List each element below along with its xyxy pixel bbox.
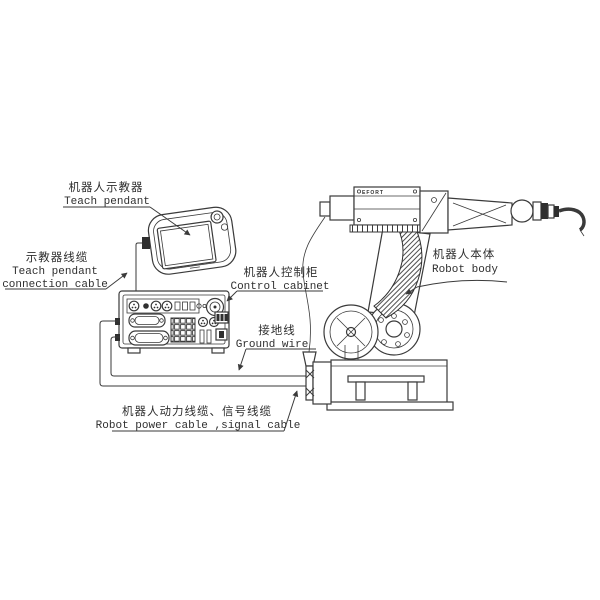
wire-feeder-brand-text: EFORT	[362, 190, 384, 196]
label-ground-wire: 接地线 Ground wire	[236, 323, 309, 351]
pendant-button	[220, 223, 229, 231]
control-cabinet-drawing	[115, 290, 230, 354]
teach-pendant-drawing	[147, 206, 237, 275]
dsub-connector-top	[128, 313, 166, 328]
robot-joint-left	[323, 304, 379, 361]
card-slot-1	[199, 329, 205, 344]
svg-text:Teach pendant: Teach pendant	[12, 266, 98, 278]
robot-body-drawing: EFORT	[302, 186, 586, 411]
keypad-grid	[170, 317, 196, 343]
svg-text:Teach pendant: Teach pendant	[64, 196, 150, 208]
svg-text:示教器线缆: 示教器线缆	[26, 250, 89, 264]
pendant-cable-port	[142, 237, 150, 249]
torch-cable-line	[302, 216, 326, 353]
connector-strip	[126, 298, 200, 314]
wrist-joint	[510, 199, 534, 223]
label-robot-body: 机器人本体 Robot body	[432, 247, 498, 276]
torch-collar-1	[532, 201, 542, 221]
label-pendant-cable: 示教器线缆 Teach pendant connection cable	[2, 250, 108, 291]
svg-text:接地线: 接地线	[258, 323, 296, 337]
cabinet-foot-left	[127, 347, 141, 354]
forearm-link	[447, 197, 513, 231]
cabinet-foot-right	[211, 347, 225, 354]
label-power-cable: 机器人动力线缆、信号线缆 Robot power cable ,signal c…	[96, 404, 301, 432]
power-cable-line	[99, 320, 306, 387]
arm-motor-box	[329, 195, 355, 221]
pendant-screen	[156, 220, 217, 270]
robot-upper-arm: EFORT	[319, 186, 586, 237]
svg-text:机器人动力线缆、信号线缆: 机器人动力线缆、信号线缆	[122, 404, 272, 418]
labels: 机器人示教器 Teach pendant 示教器线缆 Teach pendant…	[2, 180, 498, 432]
leader-lines	[5, 206, 508, 432]
svg-text:Ground wire: Ground wire	[236, 339, 309, 351]
torch-collar-2	[541, 203, 548, 219]
svg-text:Control cabinet: Control cabinet	[230, 281, 329, 293]
svg-text:机器人本体: 机器人本体	[433, 247, 496, 261]
svg-text:机器人示教器: 机器人示教器	[69, 180, 144, 194]
svg-text:connection cable: connection cable	[2, 279, 108, 291]
arm-left-cap	[319, 201, 331, 217]
robot-base	[326, 359, 454, 411]
signal-cable-line	[110, 336, 306, 377]
torch-collar-3	[547, 204, 555, 219]
feeder-ribbed-plate	[349, 224, 429, 233]
torch-gooseneck	[558, 207, 586, 232]
svg-text:机器人控制柜: 机器人控制柜	[244, 265, 319, 279]
card-slot-2	[206, 329, 212, 344]
svg-text:Robot power cable ,signal cabl: Robot power cable ,signal cable	[96, 420, 301, 432]
terminal-block	[214, 311, 229, 324]
power-switch	[215, 328, 228, 341]
torch-collar-4	[554, 206, 559, 217]
base-plate	[326, 401, 454, 411]
pendant-knob	[210, 210, 224, 224]
label-control-cabinet: 机器人控制柜 Control cabinet	[230, 265, 329, 293]
svg-text:Robot body: Robot body	[432, 264, 498, 276]
dsub-connector-bottom	[128, 330, 170, 346]
teach-pendant-cable-line	[135, 242, 142, 295]
label-teach-pendant: 机器人示教器 Teach pendant	[64, 180, 150, 208]
base-cable-connector	[305, 361, 332, 405]
